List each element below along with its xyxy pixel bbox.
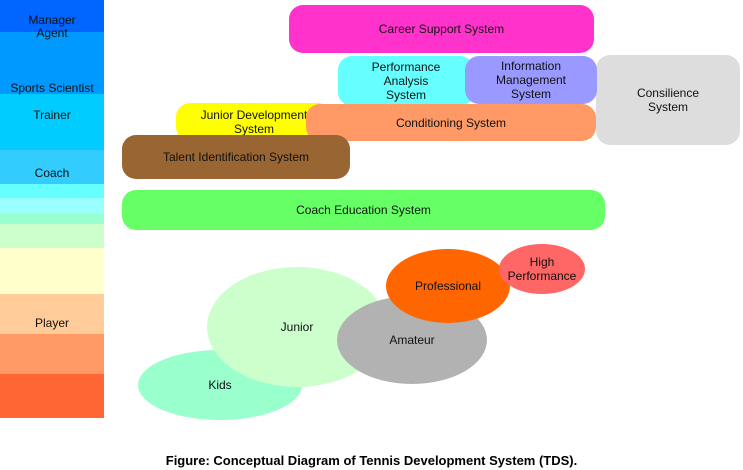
ladder-label-coach: Coach — [34, 166, 70, 180]
ladder-band — [0, 294, 104, 334]
figure-caption: Figure: Conceptual Diagram of Tennis Dev… — [165, 453, 578, 468]
ladder-label-sports-scientist: Sports Scientist — [10, 81, 94, 95]
ladder-band — [0, 334, 104, 374]
conditioning-system: Conditioning System — [306, 104, 596, 141]
ladder-band — [0, 248, 104, 294]
consilience-system: Consilience System — [596, 55, 740, 145]
ladder-band — [0, 224, 104, 248]
information-management-system: Information Management System — [465, 56, 597, 104]
ladder-label-trainer: Trainer — [33, 108, 71, 122]
ladder-band — [0, 198, 104, 214]
ladder-band — [0, 32, 104, 94]
ladder-band — [0, 94, 104, 150]
stage-high-performance: High Performance — [499, 244, 585, 294]
talent-identification-system: Talent Identification System — [122, 135, 350, 179]
stage-professional: Professional — [386, 249, 510, 323]
ladder-band — [0, 184, 104, 198]
ladder-band — [0, 150, 104, 184]
ladder-label-player: Player — [34, 316, 69, 330]
ladder-band — [0, 0, 104, 32]
career-support-system: Career Support System — [289, 5, 594, 53]
ladder-band — [0, 214, 104, 224]
ladder-label-manager-agent: Manager Agent — [28, 13, 76, 40]
ladder-band — [0, 374, 104, 418]
performance-analysis-system: Performance Analysis System — [338, 56, 474, 106]
coach-education-system: Coach Education System — [122, 190, 605, 230]
